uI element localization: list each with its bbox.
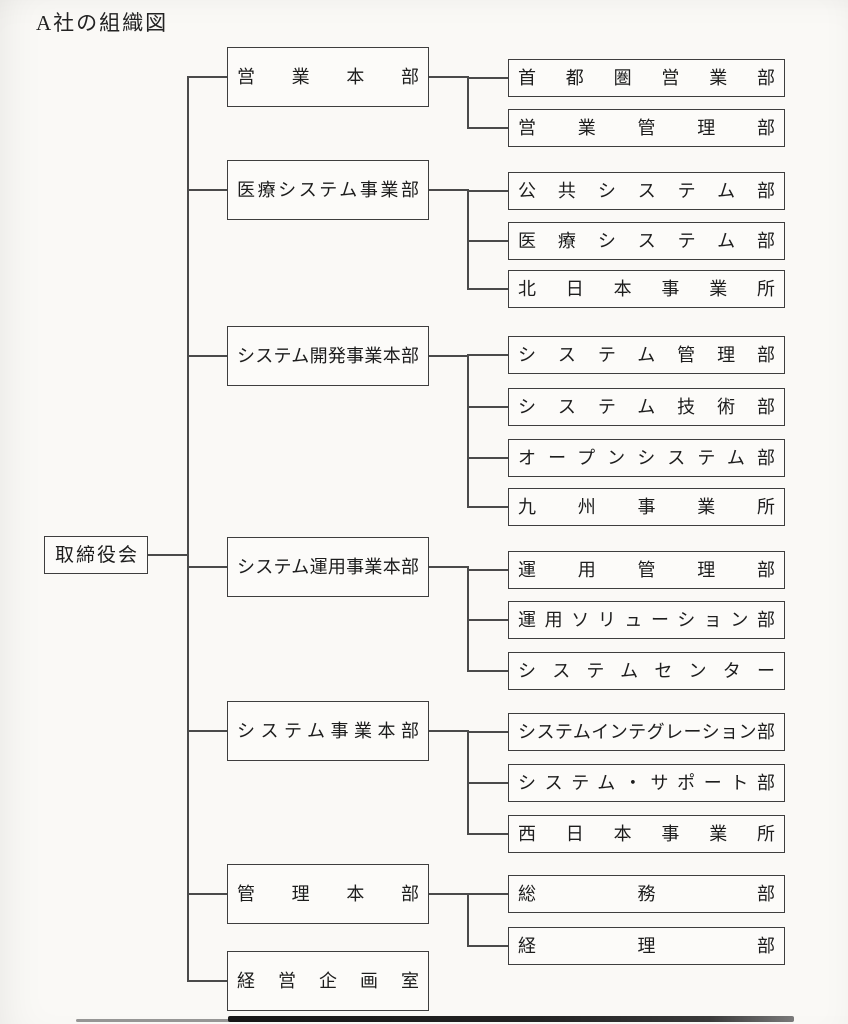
sales-hq-label: 営業本部 [237,67,419,87]
connector-g4-out [429,566,468,568]
general-affairs-dept-box: 総務部 [508,875,785,913]
system-engineering-dept-label: システム技術部 [518,397,775,417]
medical-systems-dept-box: 医療システム部 [508,222,785,260]
connector-g4-stub-2 [467,619,508,621]
west-japan-office-box: 西日本事業所 [508,815,785,853]
connector-g3-stub-2 [467,406,508,408]
operation-solution-dept-label: 運用ソリューション部 [518,610,775,630]
connector-g2-out [429,189,468,191]
west-japan-office-label: 西日本事業所 [518,824,775,844]
connector-branch-planning [187,980,227,982]
connector-branch-sysbiz [187,730,227,732]
admin-hq-label: 管理本部 [237,884,419,904]
system-center-label: システムセンター [518,661,775,681]
connector-g6-stub-1 [467,893,508,895]
sales-admin-dept-label: 営業管理部 [518,118,775,138]
connector-g6-rail [467,893,469,947]
system-integration-dept-box: システムインテグレーション部 [508,713,785,751]
corporate-planning-office-box: 経営企画室 [227,951,429,1011]
connector-branch-sales [187,76,227,78]
scan-artifact-left [76,1019,230,1022]
open-systems-dept-box: オープンシステム部 [508,439,785,477]
system-center-box: システムセンター [508,652,785,690]
system-support-dept-label: システム・サポート部 [518,773,775,793]
connector-g5-out [429,730,468,732]
north-japan-office-label: 北日本事業所 [518,279,775,299]
connector-g5-stub-3 [467,833,508,835]
connector-g3-stub-3 [467,457,508,459]
connector-g4-stub-1 [467,569,508,571]
kyushu-office-box: 九州事業所 [508,488,785,526]
system-support-dept-box: システム・サポート部 [508,764,785,802]
connector-g6-stub-2 [467,945,508,947]
connector-branch-medical [187,189,227,191]
medical-systems-div-box: 医療システム事業部 [227,160,429,220]
sales-hq-box: 営業本部 [227,47,429,107]
operation-management-dept-label: 運用管理部 [518,560,775,580]
connector-g2-rail [467,189,469,290]
operation-management-dept-box: 運用管理部 [508,551,785,589]
connector-g5-stub-1 [467,731,508,733]
public-systems-dept-box: 公共システム部 [508,172,785,210]
connector-g1-out [429,76,468,78]
metropolitan-sales-dept-box: 首都圏営業部 [508,59,785,97]
accounting-dept-label: 経理部 [518,936,775,956]
connector-g4-stub-3 [467,670,508,672]
board-of-directors-box: 取締役会 [44,536,148,574]
page-title: A社の組織図 [36,11,169,35]
medical-systems-dept-label: 医療システム部 [518,231,775,251]
admin-hq-box: 管理本部 [227,864,429,924]
connector-g3-rail [467,354,469,508]
connector-g1-stub-1 [467,77,508,79]
system-dev-hq-box: システム開発事業本部 [227,326,429,386]
connector-branch-admin [187,893,227,895]
kyushu-office-label: 九州事業所 [518,497,775,517]
connector-g1-stub-2 [467,127,508,129]
connector-g3-out [429,355,468,357]
system-dev-hq-label: システム開発事業本部 [237,346,419,366]
connector-branch-dev [187,355,227,357]
system-management-dept-box: システム管理部 [508,336,785,374]
system-ops-hq-box: システム運用事業本部 [227,537,429,597]
accounting-dept-box: 経理部 [508,927,785,965]
connector-g5-stub-2 [467,782,508,784]
open-systems-dept-label: オープンシステム部 [518,448,775,468]
public-systems-dept-label: 公共システム部 [518,181,775,201]
system-integration-dept-label: システムインテグレーション部 [518,722,775,742]
north-japan-office-box: 北日本事業所 [508,270,785,308]
connector-g2-stub-2 [467,240,508,242]
connector-g1-rail [467,76,469,129]
system-ops-hq-label: システム運用事業本部 [237,557,419,577]
connector-g2-stub-1 [467,190,508,192]
system-engineering-dept-box: システム技術部 [508,388,785,426]
system-business-hq-box: システム事業本部 [227,701,429,761]
connector-g2-stub-3 [467,288,508,290]
connector-trunk [187,76,189,981]
connector-branch-ops [187,566,227,568]
metropolitan-sales-dept-label: 首都圏営業部 [518,68,775,88]
board-of-directors-label: 取締役会 [55,544,137,566]
operation-solution-dept-box: 運用ソリューション部 [508,601,785,639]
connector-root-line [148,554,188,556]
sales-admin-dept-box: 営業管理部 [508,109,785,147]
general-affairs-dept-label: 総務部 [518,884,775,904]
medical-systems-div-label: 医療システム事業部 [237,180,419,200]
corporate-planning-office-label: 経営企画室 [237,971,419,991]
connector-g6-out [429,893,468,895]
system-business-hq-label: システム事業本部 [237,721,419,741]
connector-g3-stub-4 [467,506,508,508]
connector-g3-stub-1 [467,354,508,356]
scan-artifact-bottom-band [228,1016,794,1022]
system-management-dept-label: システム管理部 [518,345,775,365]
